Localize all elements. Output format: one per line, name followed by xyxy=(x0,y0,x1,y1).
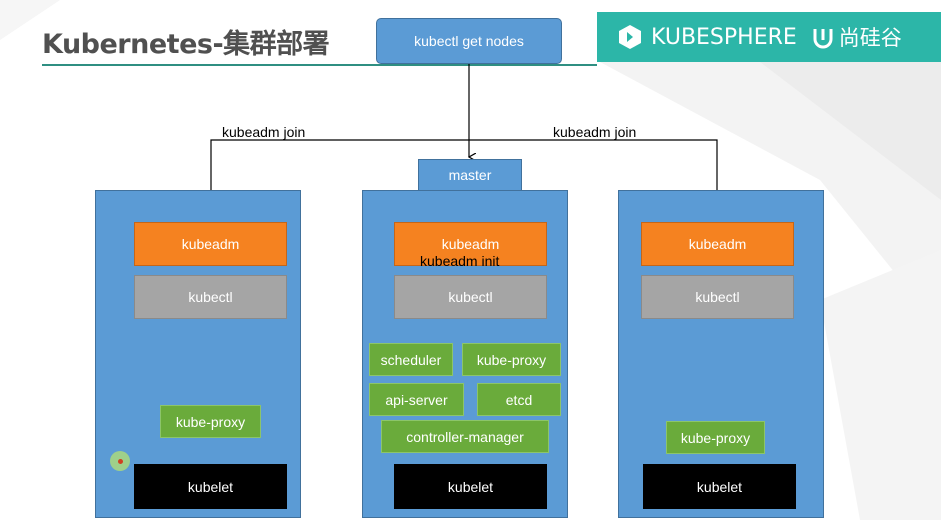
brand-name: KUBESPHERE xyxy=(651,24,797,50)
master-scheduler: scheduler xyxy=(369,343,453,376)
left-kube-proxy: kube-proxy xyxy=(160,405,261,438)
right-join-label: kubeadm join xyxy=(553,124,637,140)
right-kubelet: kubelet xyxy=(643,464,796,509)
kubectl-get-nodes-command: kubectl get nodes xyxy=(376,18,562,64)
left-kubelet: kubelet xyxy=(134,464,287,509)
left-kubectl: kubectl xyxy=(134,275,287,319)
master-tab: master xyxy=(418,159,522,190)
page-title: Kubernetes-集群部署 xyxy=(42,29,330,60)
master-kubeadm: kubeadm xyxy=(394,222,547,266)
kubesphere-logo-icon xyxy=(619,25,641,49)
master-kubectl: kubectl xyxy=(394,275,547,319)
master-kubelet: kubelet xyxy=(394,464,547,509)
left-join-label: kubeadm join xyxy=(222,124,306,140)
brand-partner: 尚硅谷 xyxy=(838,26,902,50)
master-etcd: etcd xyxy=(477,383,561,416)
atguigu-logo-icon xyxy=(813,29,833,49)
master-api-server: api-server xyxy=(369,383,464,416)
right-kube-proxy: kube-proxy xyxy=(666,421,765,454)
kubeadm-init-label: kubeadm init xyxy=(420,253,500,269)
title-underline xyxy=(42,64,597,66)
left-kubeadm: kubeadm xyxy=(134,222,287,266)
master-controller-manager: controller-manager xyxy=(381,420,549,453)
cursor-indicator xyxy=(110,451,130,471)
right-kubeadm: kubeadm xyxy=(641,222,794,266)
brand-banner: KUBESPHERE 尚硅谷 xyxy=(597,12,941,62)
right-kubectl: kubectl xyxy=(641,275,794,319)
master-kube-proxy: kube-proxy xyxy=(462,343,561,376)
